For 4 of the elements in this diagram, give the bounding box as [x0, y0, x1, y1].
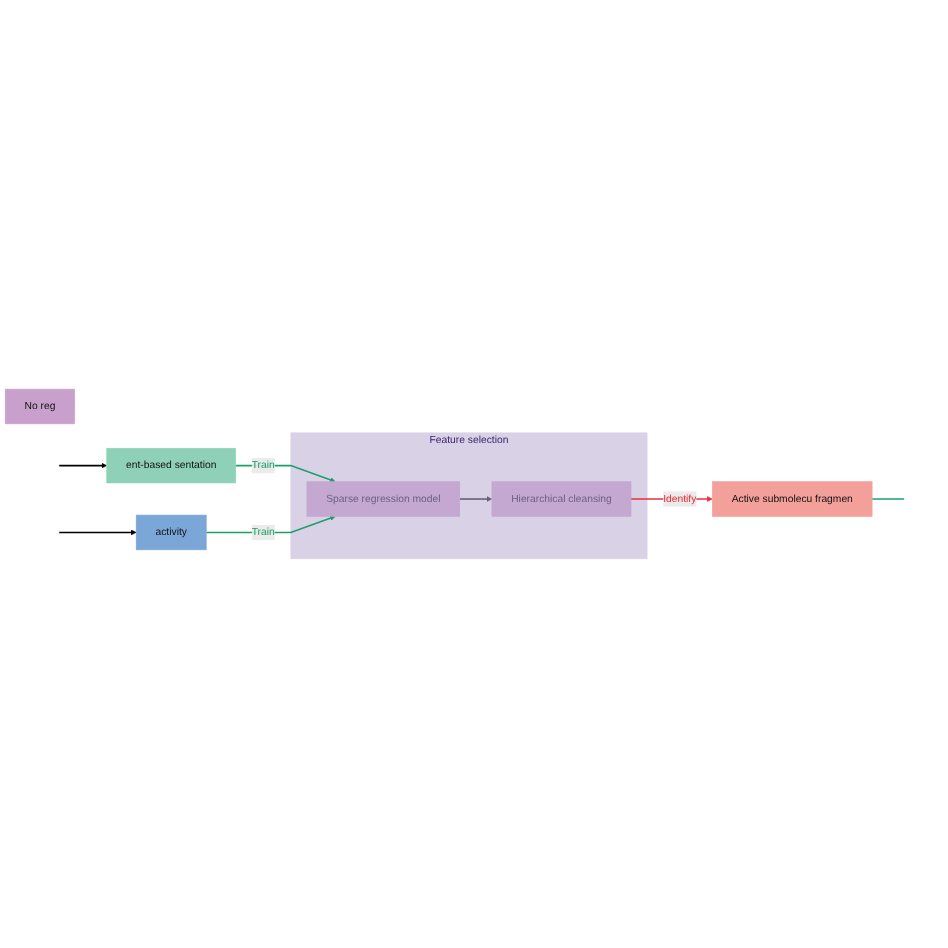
arrow — [58, 462, 108, 469]
arrow — [458, 496, 493, 502]
arrow — [58, 529, 137, 536]
connector — [871, 498, 906, 500]
